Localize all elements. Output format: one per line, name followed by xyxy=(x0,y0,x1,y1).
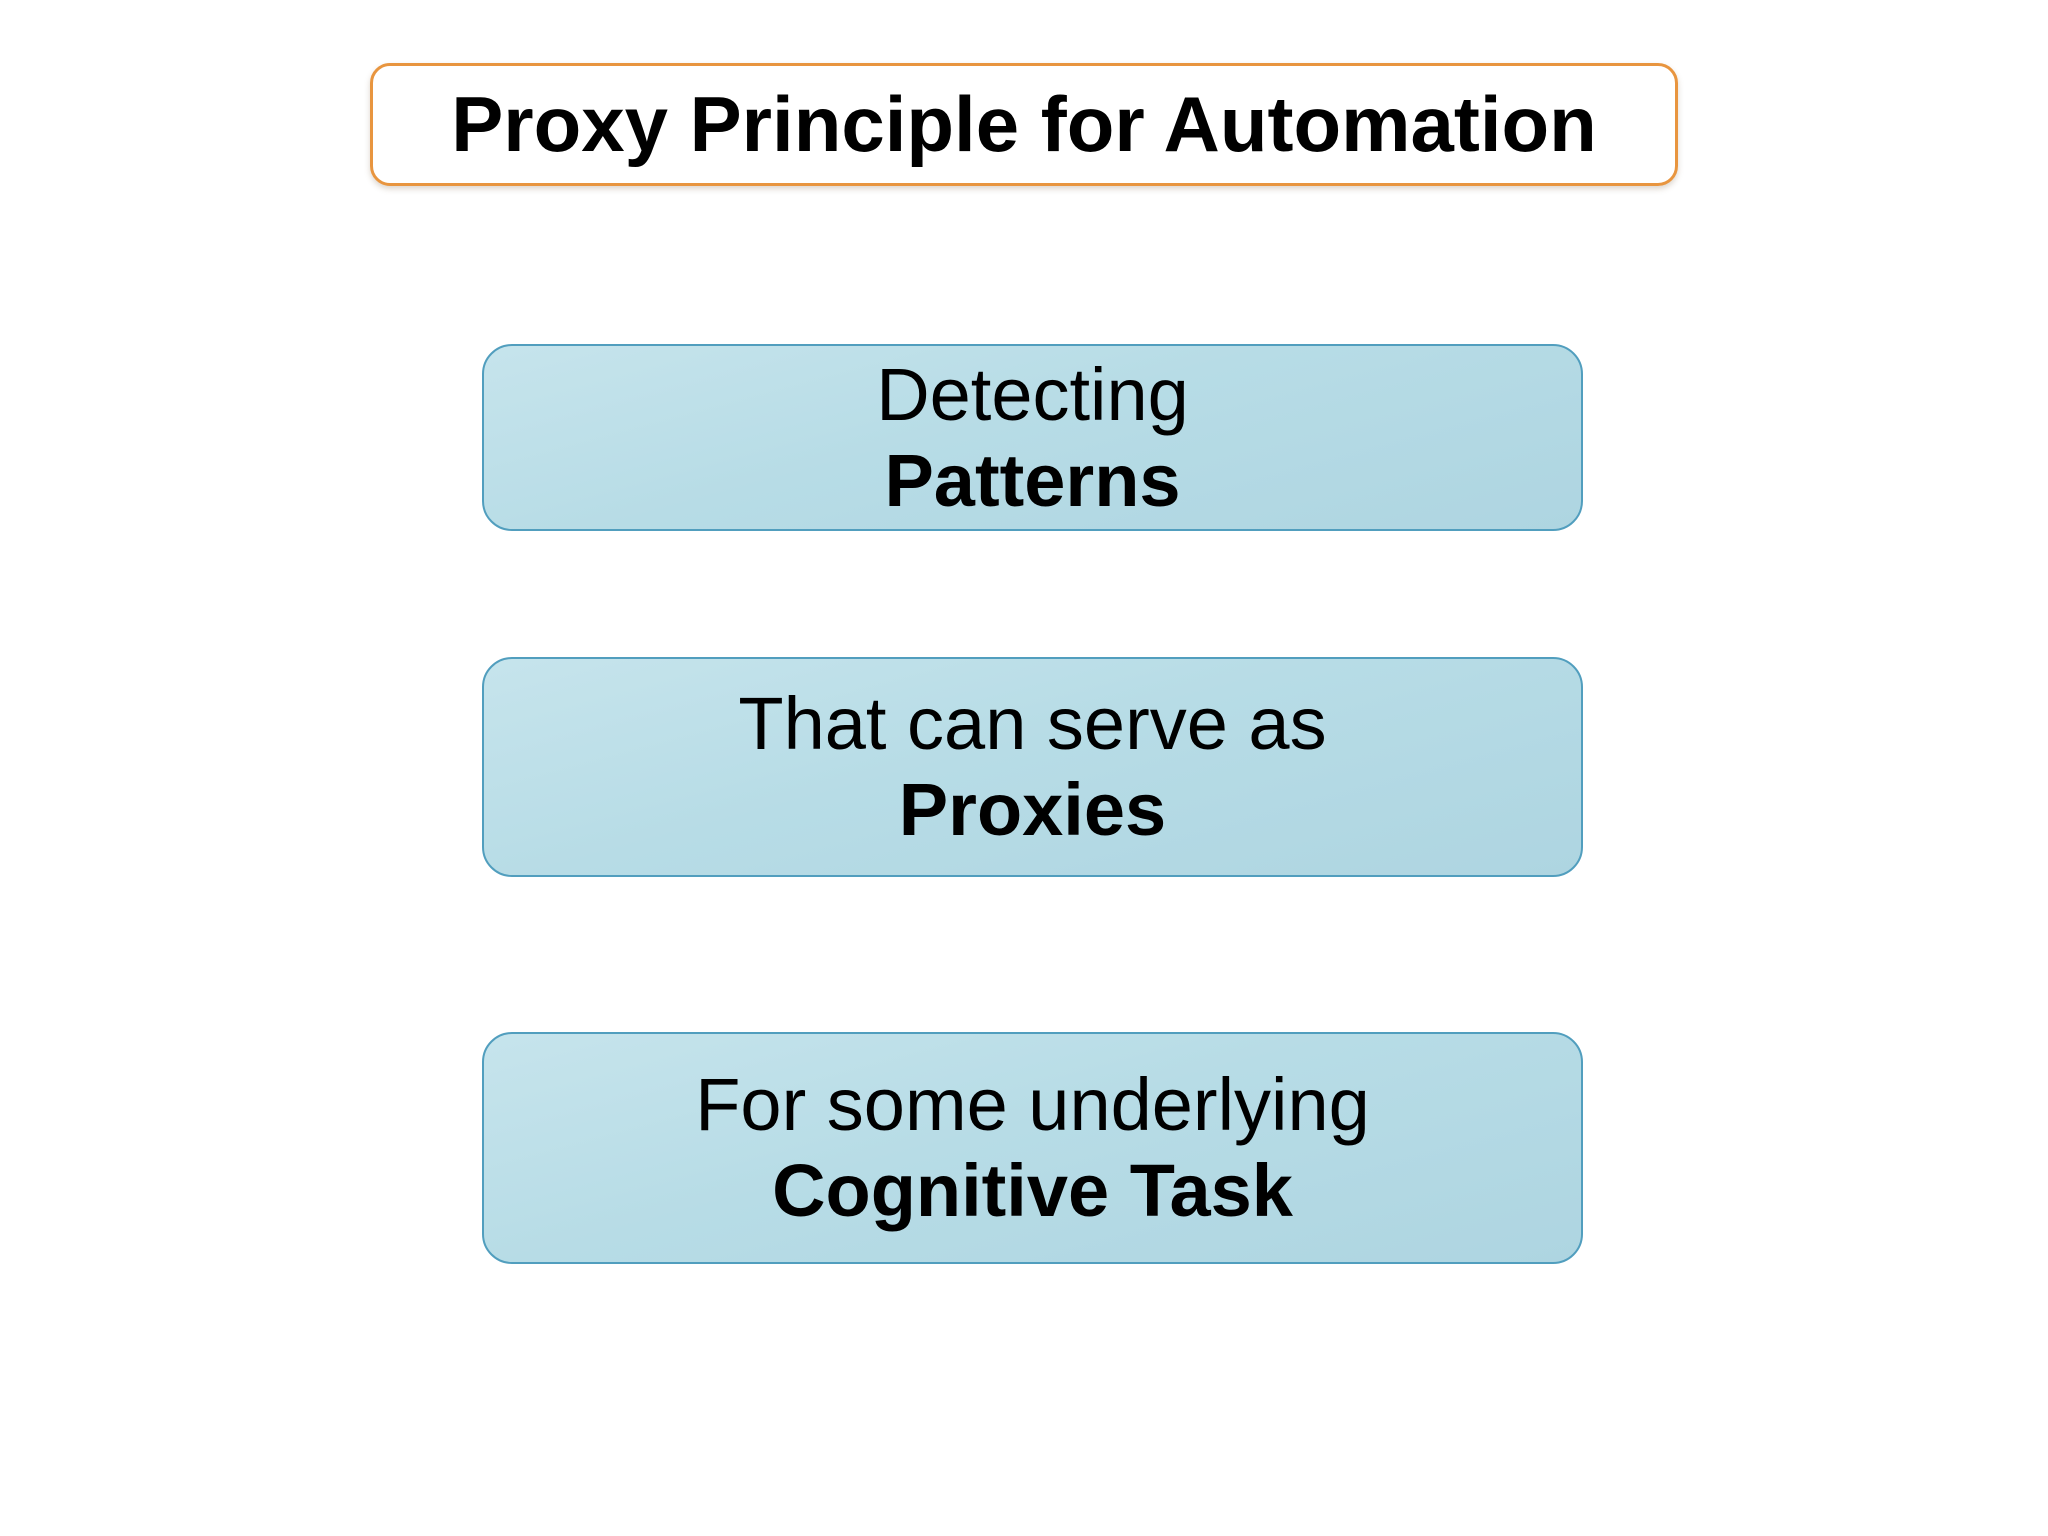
box-line2: Proxies xyxy=(898,768,1167,851)
box-line1: For some underlying xyxy=(695,1063,1370,1147)
slide-title: Proxy Principle for Automation xyxy=(451,80,1597,168)
title-banner: Proxy Principle for Automation xyxy=(370,63,1678,186)
box-line2: Patterns xyxy=(884,438,1181,522)
box-line2: Cognitive Task xyxy=(772,1149,1293,1232)
box-detecting-patterns: Detecting Patterns xyxy=(482,344,1583,531)
box-underlying-cognitive-task: For some underlying Cognitive Task xyxy=(482,1032,1583,1264)
box-line1: Detecting xyxy=(876,352,1189,436)
box-line1: That can serve as xyxy=(738,682,1327,766)
box-serve-as-proxies: That can serve as Proxies xyxy=(482,657,1583,877)
